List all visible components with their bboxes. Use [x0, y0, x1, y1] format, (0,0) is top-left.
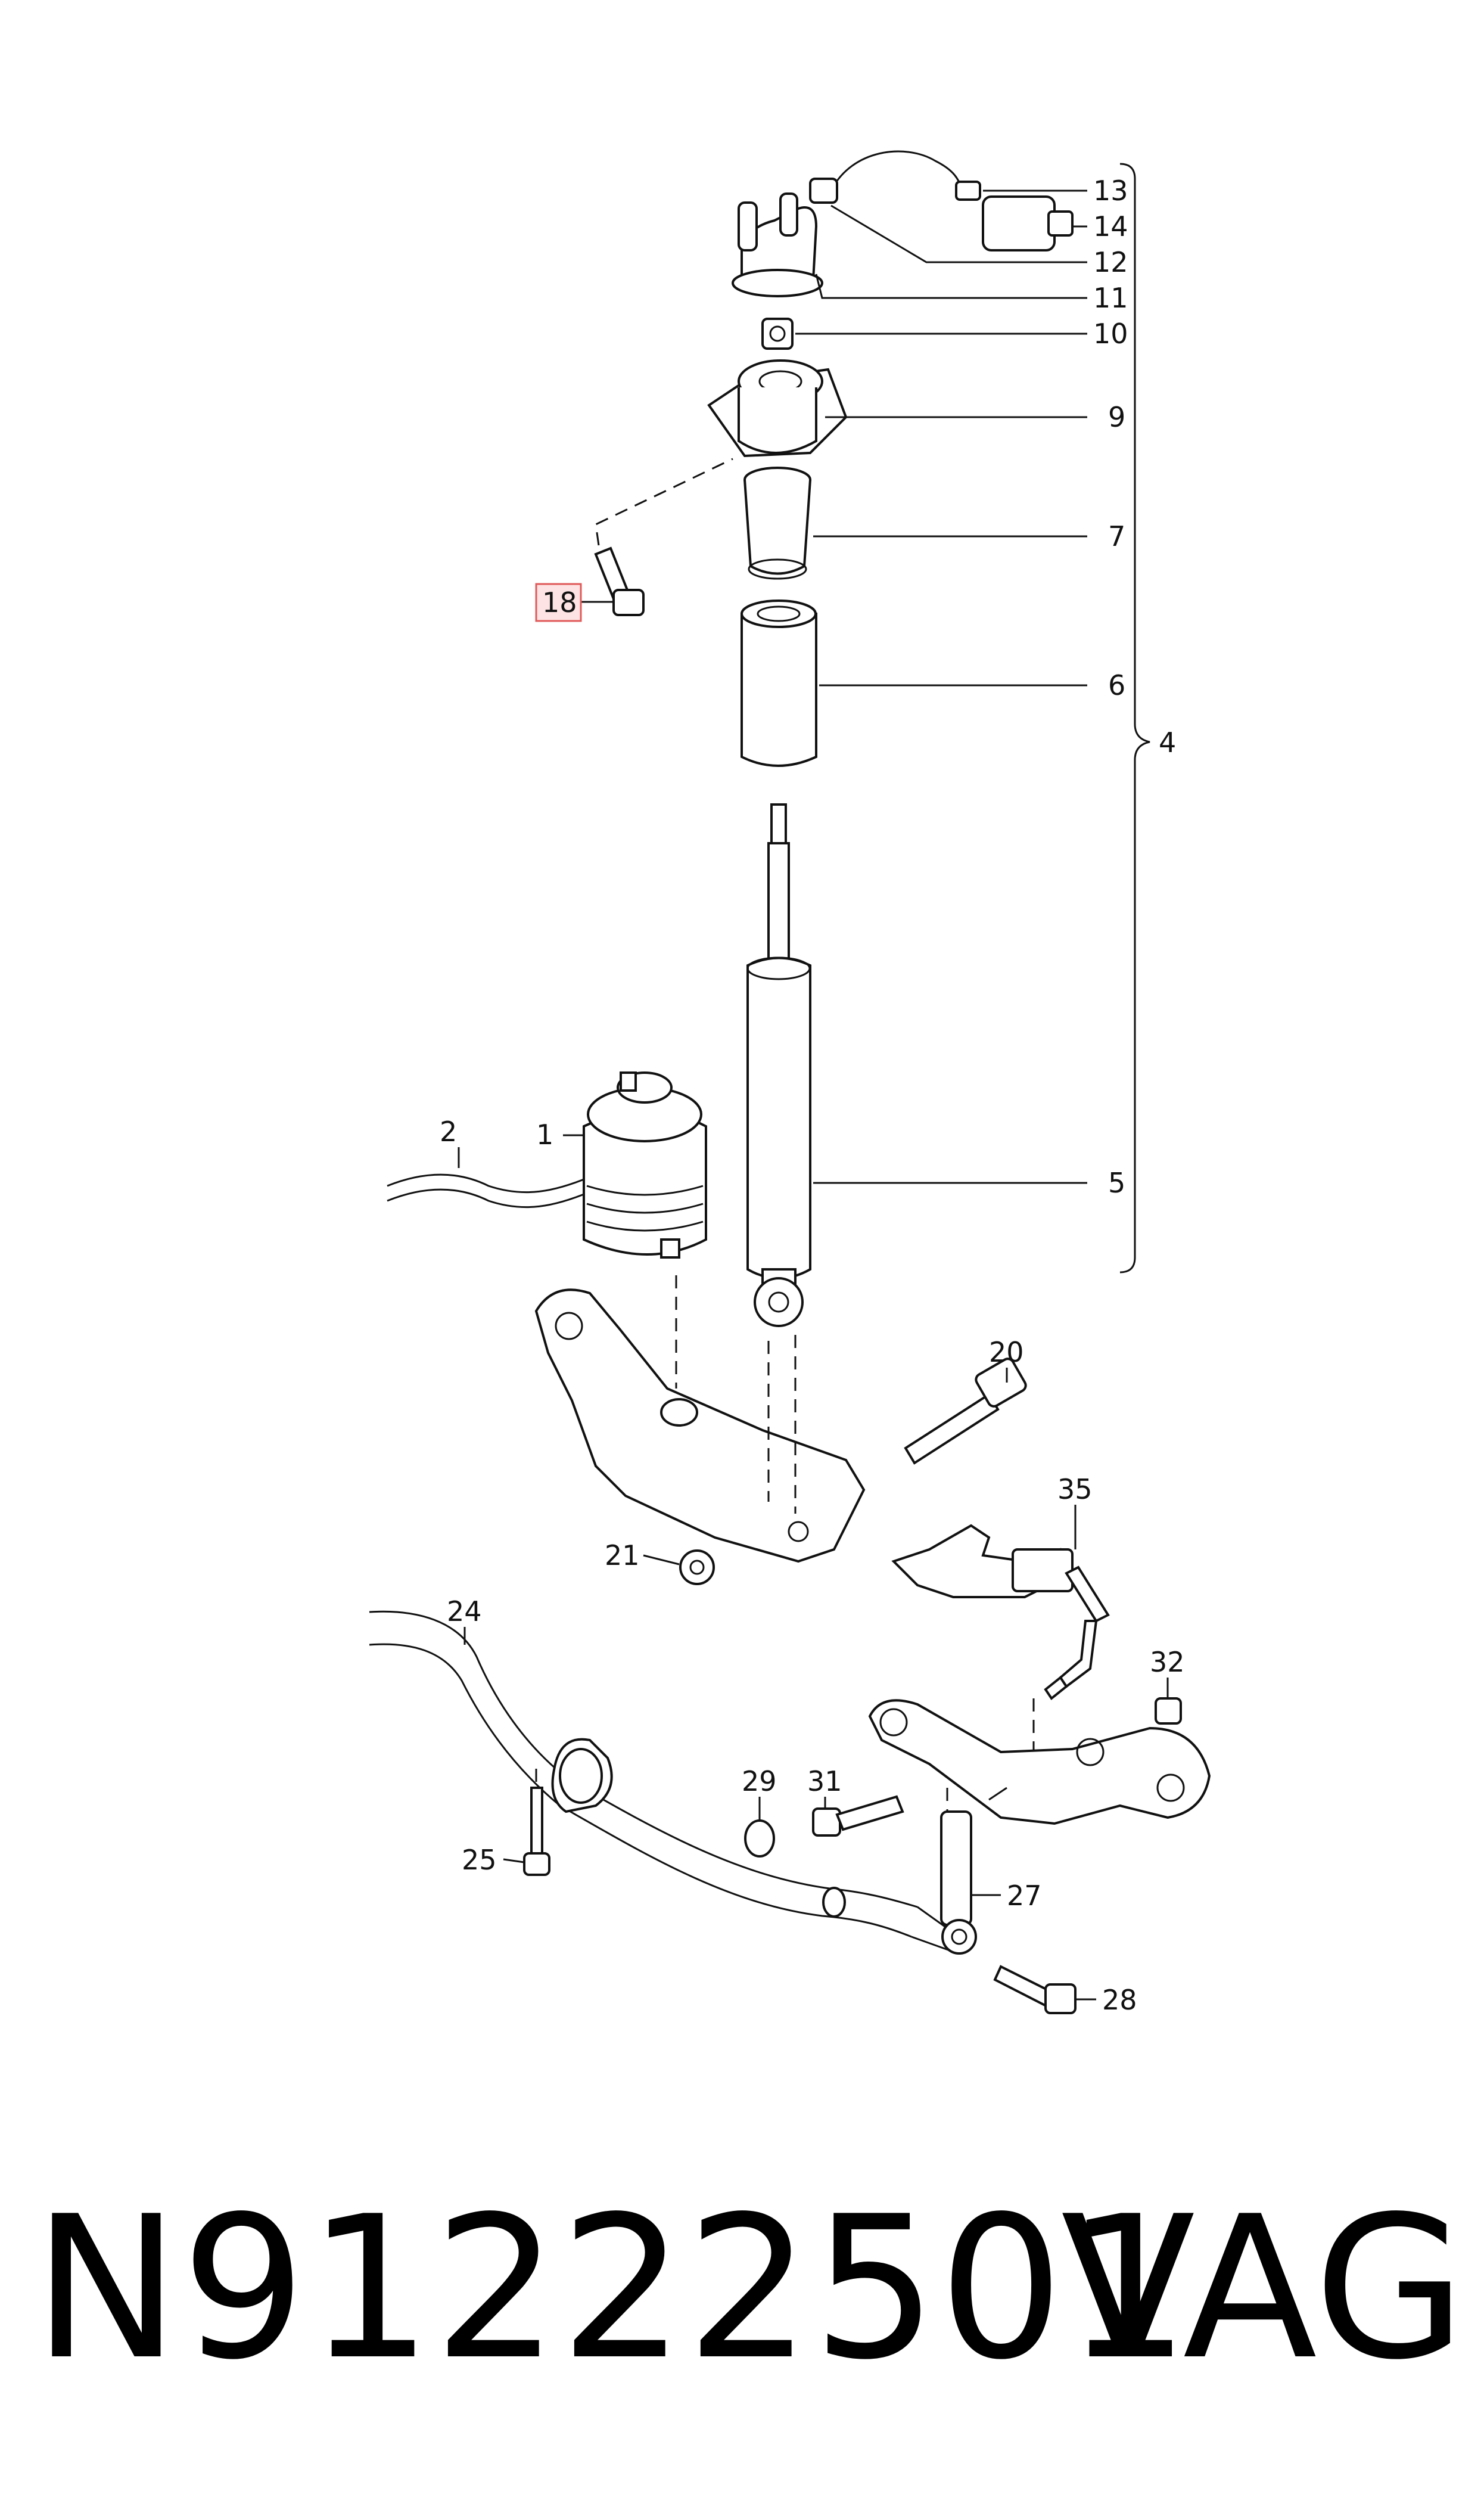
callout-9: 9 [1108, 401, 1125, 433]
assembly-bracket [1119, 163, 1150, 1274]
upper-strut-mount [707, 359, 848, 458]
link-arm-right [868, 1699, 1211, 1825]
callout-35: 35 [1057, 1473, 1093, 1505]
nut-10 [761, 318, 794, 350]
callout-28: 28 [1102, 1984, 1137, 2016]
callout-2: 2 [440, 1116, 457, 1148]
bolt-25 [523, 1764, 550, 1876]
callout-6: 6 [1108, 669, 1125, 701]
stabilizer-bushing [551, 1738, 613, 1813]
air-spring [387, 1071, 707, 1259]
sensor-cable-assembly [809, 150, 1074, 251]
callout-21: 21 [605, 1539, 640, 1571]
nut-21 [679, 1549, 715, 1585]
callout-11: 11 [1093, 282, 1128, 314]
callout-18-highlight [535, 583, 582, 622]
part-number: N91222501 [33, 2174, 1191, 2403]
brand-name: VAG [1060, 2174, 1466, 2403]
callout-14: 14 [1093, 210, 1128, 243]
protective-tube [741, 600, 817, 767]
bolt-28 [993, 1965, 1077, 2014]
callout-32: 32 [1150, 1646, 1185, 1678]
callout-18: 18 [542, 586, 577, 619]
callout-12: 12 [1093, 246, 1128, 278]
callout-29: 29 [742, 1765, 777, 1797]
callout-20: 20 [989, 1336, 1024, 1368]
top-mount-cap [732, 192, 823, 297]
nut-32 [1155, 1697, 1182, 1725]
level-sensor [891, 1524, 1110, 1752]
parts-diagram: 13 14 12 11 10 9 7 6 4 18 5 2 1 20 35 21… [369, 150, 1211, 2016]
callout-7: 7 [1108, 520, 1125, 552]
callout-13: 13 [1093, 175, 1128, 207]
callout-31: 31 [807, 1765, 842, 1797]
bolt-20 [904, 1358, 1027, 1465]
callout-24: 24 [447, 1595, 482, 1627]
callout-5: 5 [1108, 1167, 1125, 1199]
bolt-31 [812, 1795, 904, 1837]
stabilizer-bar [369, 1610, 960, 1953]
lower-control-arm [534, 1275, 866, 1563]
callout-10: 10 [1093, 318, 1128, 350]
callout-25: 25 [462, 1844, 497, 1876]
bump-stop [743, 467, 811, 580]
leader-lines [458, 190, 1169, 2001]
bolt-18 [594, 458, 733, 616]
washer-29 [744, 1819, 775, 1858]
footer: N91222501 VAG [0, 2169, 1484, 2419]
shock-absorber [746, 803, 811, 1327]
callout-4: 4 [1159, 726, 1176, 759]
coupling-rod [940, 1788, 977, 1955]
callout-27: 27 [1007, 1880, 1042, 1912]
callout-1: 1 [536, 1119, 553, 1151]
callout-labels: 13 14 12 11 10 9 7 6 4 18 5 2 1 20 35 21… [440, 175, 1185, 2016]
